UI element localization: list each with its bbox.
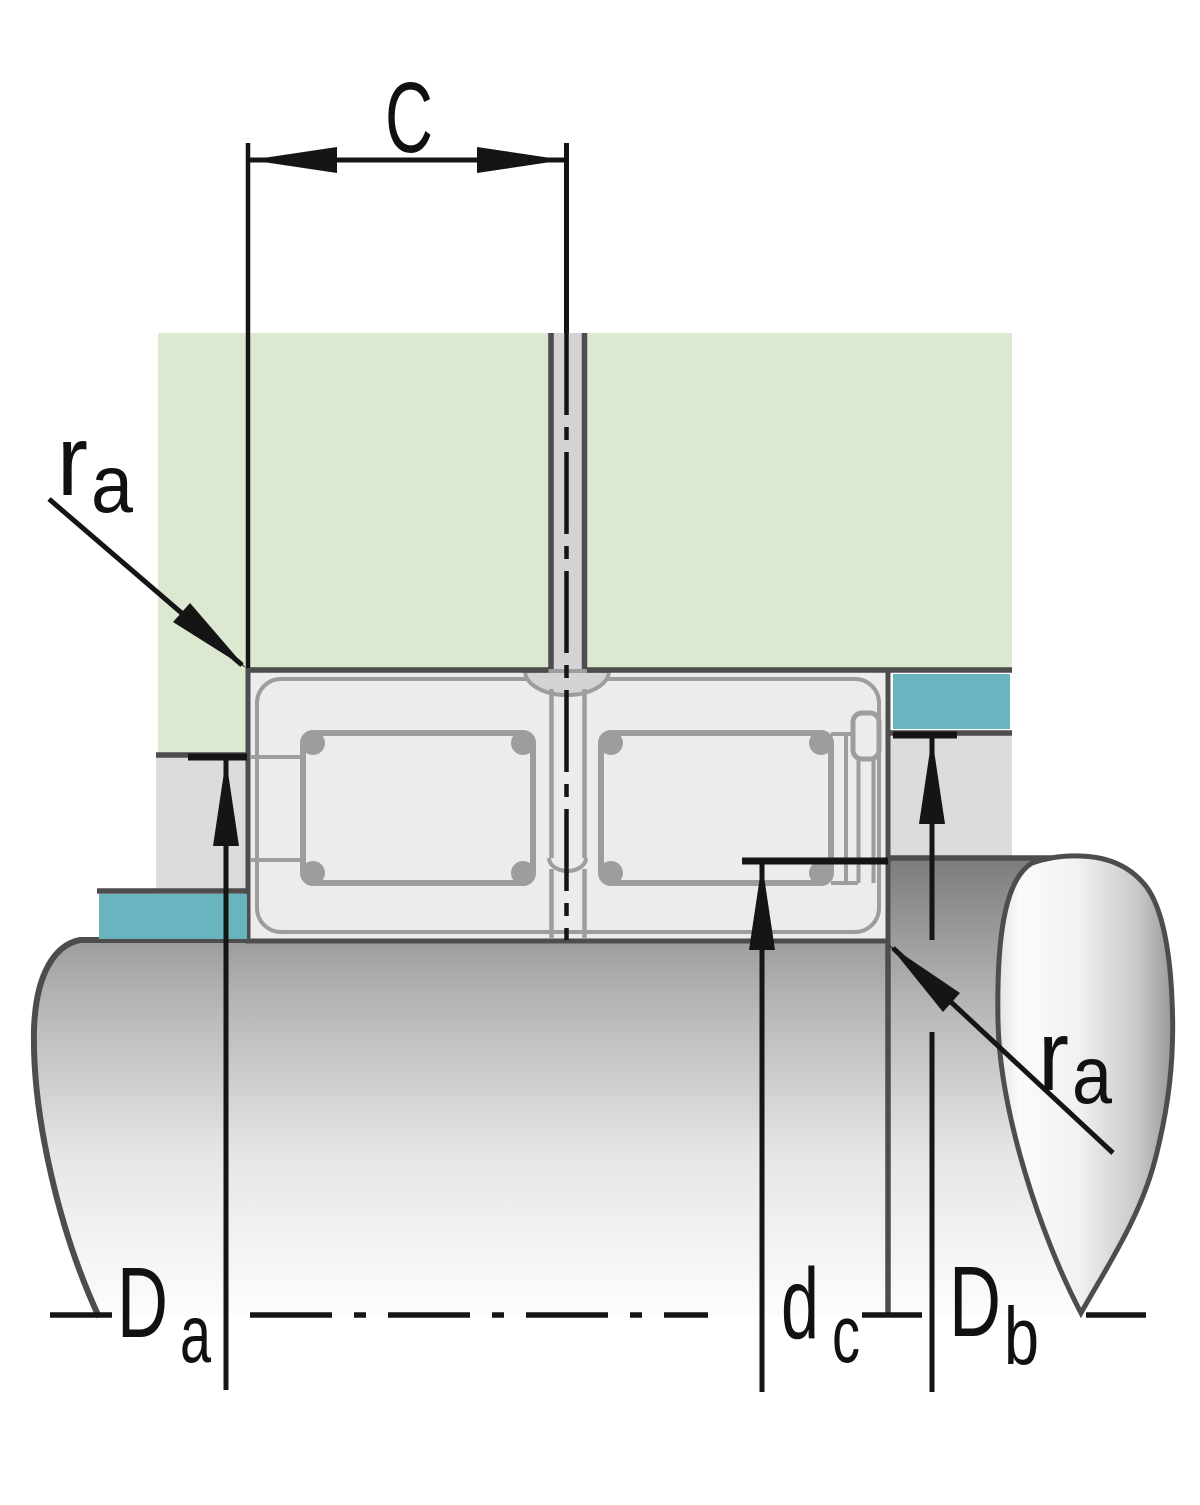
- dimension-Db: D b: [893, 731, 1039, 1392]
- label-ra-sub: a: [91, 439, 133, 530]
- label-C: C: [385, 62, 433, 174]
- roller-right: [598, 730, 834, 886]
- label-Da-main: D: [117, 1247, 168, 1359]
- label-Db-sub: b: [1004, 1291, 1039, 1382]
- roller-corner-dots: [301, 731, 833, 885]
- label-Da-sub: a: [180, 1289, 211, 1380]
- label-ra-main: r: [1038, 1000, 1069, 1112]
- leader-ra-housing: r a: [47, 405, 246, 668]
- seal-ring-right: [893, 674, 1010, 729]
- roller-left: [300, 730, 536, 886]
- label-ra-main: r: [57, 405, 88, 517]
- shaft: [30, 853, 1176, 1319]
- dimension-dc: d c: [742, 857, 888, 1392]
- lubrication-groove: [522, 669, 612, 697]
- arrowhead: [749, 863, 775, 950]
- shaft-shoulder-3d-lobe: [995, 853, 1176, 1319]
- arrowhead-left: [250, 147, 337, 173]
- label-ra-sub: a: [1072, 1030, 1112, 1121]
- shaft-outline: [30, 937, 888, 1319]
- shaft-seat-body: [35, 941, 888, 1316]
- arrowhead: [889, 945, 960, 1012]
- arrowhead: [213, 759, 239, 846]
- label-dc-sub: c: [832, 1289, 860, 1380]
- abutment-ring-right: [888, 735, 1012, 858]
- outer-ring-slot: [850, 710, 882, 762]
- leader-ra-shaft: r a: [889, 945, 1115, 1155]
- label-Db-main: D: [949, 1246, 1001, 1358]
- label-dc-main: d: [781, 1248, 819, 1360]
- arrowhead: [919, 737, 945, 824]
- arrowhead: [173, 603, 246, 668]
- centerlines: [50, 333, 1146, 1318]
- seal-ring-left: [99, 894, 247, 939]
- dimension-Da: D a: [117, 753, 247, 1390]
- dimension-C: C: [245, 62, 569, 668]
- arrowhead-right: [477, 147, 564, 173]
